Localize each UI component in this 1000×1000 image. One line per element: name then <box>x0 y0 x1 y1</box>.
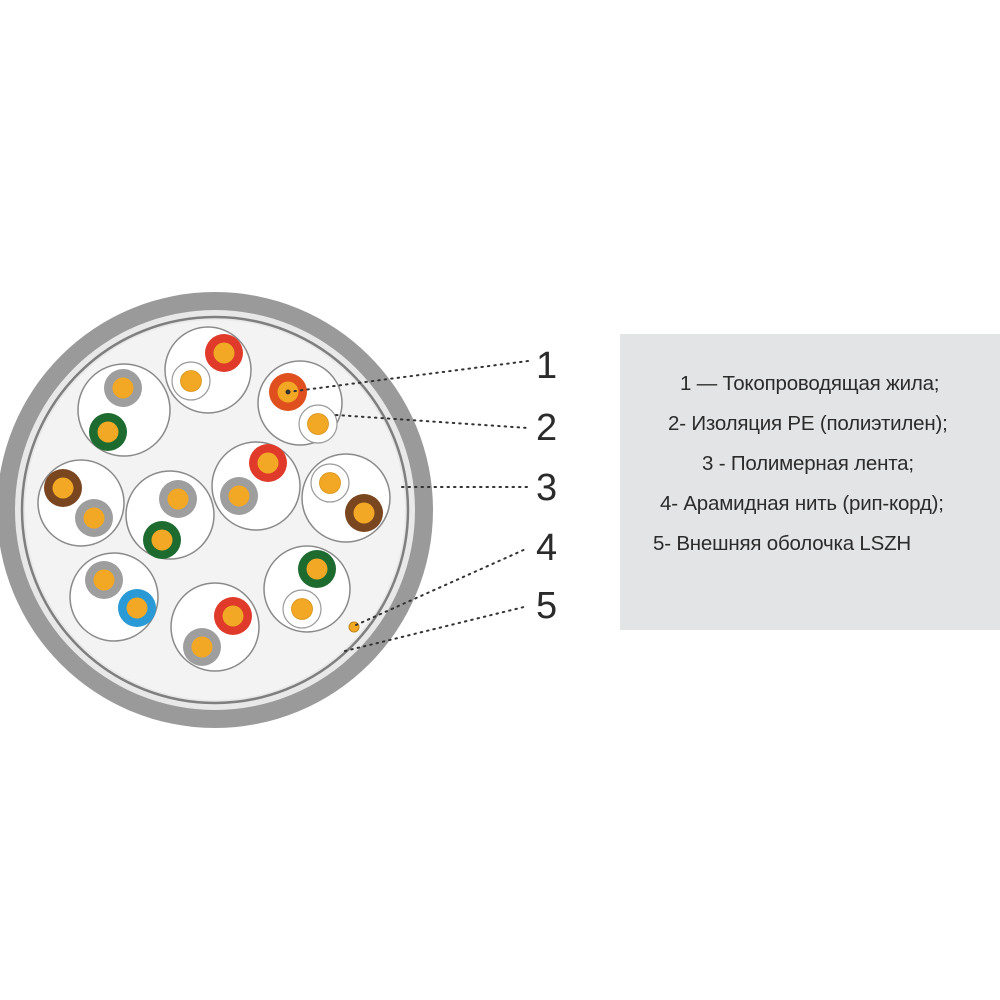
twisted-pair-red <box>170 582 260 672</box>
twisted-pair-orange <box>257 360 343 446</box>
legend-list: 1 — Токопроводящая жила; 2- Изоляция PE … <box>620 370 1000 570</box>
copper-conductor <box>257 452 279 474</box>
copper-conductor <box>93 569 115 591</box>
copper-conductor <box>151 529 173 551</box>
callout-leaders <box>287 360 529 652</box>
copper-conductor <box>319 472 341 494</box>
copper-conductor <box>222 605 244 627</box>
pair-tape-wrap <box>301 453 391 543</box>
twisted-pair-green <box>263 545 351 633</box>
copper-conductor <box>306 558 328 580</box>
legend-item-insulation: 2- Изоляция PE (полиэтилен); <box>668 412 948 435</box>
legend-item-conductor: 1 — Токопроводящая жила; <box>680 372 940 395</box>
twisted-pair-green <box>125 470 215 560</box>
leader-line-2 <box>335 414 529 429</box>
callout-number-5: 5 <box>536 585 557 627</box>
leader-line-4 <box>355 547 529 626</box>
copper-conductor <box>126 597 148 619</box>
legend-item-outer-sheath: 5- Внешняя оболочка LSZH <box>653 532 912 555</box>
leader-anchor-dot-1 <box>285 389 291 395</box>
copper-conductor <box>228 485 250 507</box>
copper-conductor <box>180 370 202 392</box>
twisted-pair-green <box>77 363 171 457</box>
twisted-pair-orange <box>164 326 252 414</box>
legend-item-ripcord: 4- Арамидная нить (рип-корд); <box>660 492 944 515</box>
copper-conductor <box>83 507 105 529</box>
twisted-pair-red <box>211 441 301 531</box>
callout-number-3: 3 <box>536 467 557 509</box>
copper-conductor <box>291 598 313 620</box>
polymer-tape <box>20 315 410 705</box>
leader-line-5 <box>344 605 529 652</box>
callout-number-2: 2 <box>536 407 557 449</box>
cable-cross-section <box>0 292 433 728</box>
legend-item-polymer-tape: 3 - Полимерная лента; <box>702 452 914 475</box>
twisted-pair-brown <box>37 459 125 547</box>
copper-conductor <box>97 421 119 443</box>
copper-conductor <box>307 413 329 435</box>
copper-conductor <box>167 488 189 510</box>
copper-conductor <box>112 377 134 399</box>
callout-numbers: 1 2 3 4 5 <box>536 345 557 627</box>
copper-conductor <box>52 477 74 499</box>
legend-box: 1 — Токопроводящая жила; 2- Изоляция PE … <box>620 334 1000 630</box>
copper-conductor <box>191 636 213 658</box>
copper-conductor <box>353 502 375 524</box>
pair-tape-wrap <box>37 459 125 547</box>
leader-line-1 <box>287 360 529 393</box>
callout-number-4: 4 <box>536 527 557 569</box>
callout-number-1: 1 <box>536 345 557 387</box>
twisted-pairs <box>37 326 391 672</box>
twisted-pair-brown <box>301 453 391 543</box>
copper-conductor <box>213 342 235 364</box>
twisted-pair-blue <box>69 552 159 642</box>
